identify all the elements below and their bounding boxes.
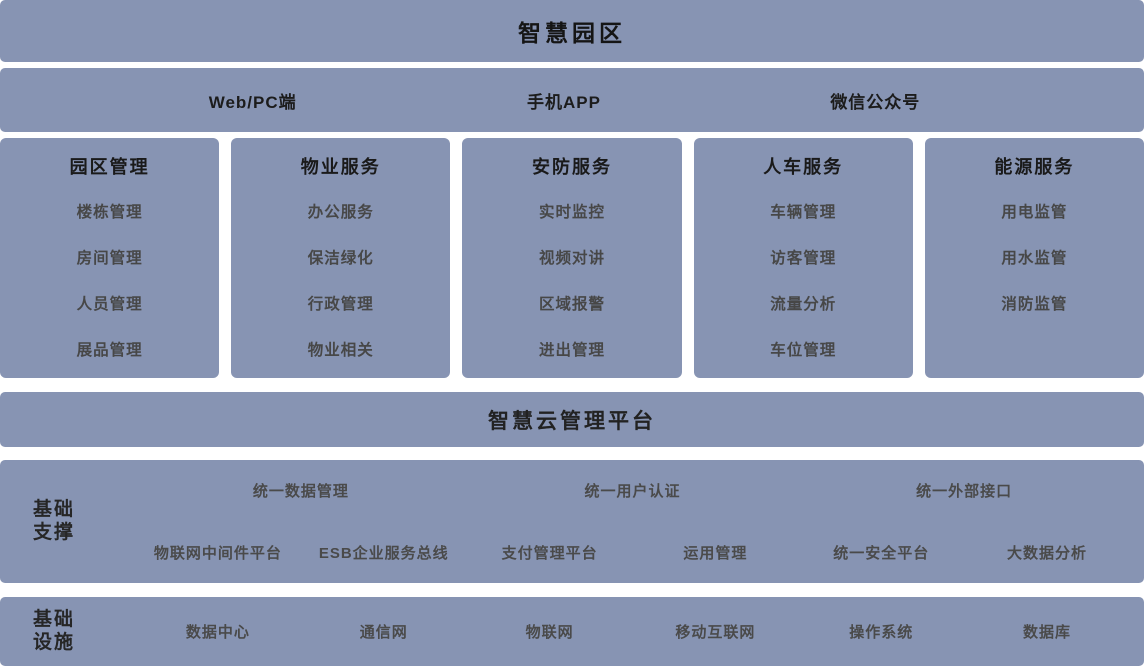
service-item-property-related: 物业相关 <box>307 342 374 359</box>
access-item-wechat-official: 微信公众号 <box>830 92 921 112</box>
service-item-cleaning-greening: 保洁绿化 <box>307 250 374 267</box>
title-band: 智慧园区 <box>0 0 1144 62</box>
column-header: 能源服务 <box>994 157 1075 177</box>
service-item-video-intercom: 视频对讲 <box>538 250 605 267</box>
service-item-zone-alarm: 区域报警 <box>538 296 605 313</box>
infrastructure-label-line2: 设施 <box>33 631 76 653</box>
infra-item-operating-system: 操作系统 <box>849 624 914 641</box>
service-column-people-vehicle-services: 人车服务 车辆管理 访客管理 流量分析 车位管理 <box>693 138 913 378</box>
support-item-payment-management-platform: 支付管理平台 <box>501 544 598 562</box>
service-item-personnel-management: 人员管理 <box>76 296 143 313</box>
support-item-esb-service-bus: ESB企业服务总线 <box>318 544 449 562</box>
access-item-mobile-app: 手机APP <box>527 92 601 112</box>
support-item-iot-middleware-platform: 物联网中间件平台 <box>153 544 282 562</box>
service-column-property-services: 物业服务 办公服务 保洁绿化 行政管理 物业相关 <box>231 138 451 378</box>
service-item-room-management: 房间管理 <box>76 250 143 267</box>
access-channel-band: Web/PC端 手机APP 微信公众号 <box>0 68 1144 132</box>
service-item-realtime-monitoring: 实时监控 <box>538 204 605 221</box>
service-item-vehicle-management: 车辆管理 <box>770 204 837 221</box>
basic-support-label: 基础 支撑 <box>0 460 135 583</box>
support-item-unified-external-interface: 统一外部接口 <box>916 483 1013 501</box>
service-item-office-services: 办公服务 <box>307 204 374 221</box>
service-item-access-management: 进出管理 <box>538 342 605 359</box>
column-header: 园区管理 <box>69 157 150 177</box>
infra-item-database: 数据库 <box>1023 624 1072 641</box>
service-column-security-services: 安防服务 实时监控 视频对讲 区域报警 进出管理 <box>462 138 682 378</box>
infrastructure-band: 基础 设施 数据中心 通信网 物联网 移动互联网 操作系统 数据库 <box>0 597 1144 666</box>
cloud-platform-title: 智慧云管理平台 <box>488 409 656 433</box>
infra-item-data-center: 数据中心 <box>185 624 250 641</box>
access-item-web-pc: Web/PC端 <box>208 92 297 112</box>
column-header: 物业服务 <box>300 157 381 177</box>
support-item-unified-data-management: 统一数据管理 <box>252 483 349 501</box>
service-item-traffic-analysis: 流量分析 <box>770 296 837 313</box>
infra-item-mobile-internet: 移动互联网 <box>675 624 756 641</box>
support-item-unified-security-platform: 统一安全平台 <box>833 544 930 562</box>
infra-item-iot-network: 物联网 <box>525 624 574 641</box>
basic-support-label-line2: 支撑 <box>33 521 76 543</box>
service-item-building-management: 楼栋管理 <box>76 204 143 221</box>
basic-support-rows: 统一数据管理 统一用户认证 统一外部接口 物联网中间件平台 ESB企业服务总线 … <box>135 460 1130 583</box>
service-item-exhibit-management: 展品管理 <box>76 342 143 359</box>
service-item-fire-supervision: 消防监管 <box>1001 296 1068 313</box>
basic-support-row-2: 物联网中间件平台 ESB企业服务总线 支付管理平台 运用管理 统一安全平台 大数… <box>135 522 1130 584</box>
service-item-visitor-management: 访客管理 <box>770 250 837 267</box>
support-item-big-data-analysis: 大数据分析 <box>1007 544 1088 562</box>
support-item-unified-user-authentication: 统一用户认证 <box>584 483 681 501</box>
service-column-park-management: 园区管理 楼栋管理 房间管理 人员管理 展品管理 <box>0 138 220 378</box>
column-header: 安防服务 <box>531 157 612 177</box>
infrastructure-row: 数据中心 通信网 物联网 移动互联网 操作系统 数据库 <box>135 597 1130 666</box>
service-item-water-supervision: 用水监管 <box>1001 250 1068 267</box>
service-item-parking-space-management: 车位管理 <box>770 342 837 359</box>
basic-support-band: 基础 支撑 统一数据管理 统一用户认证 统一外部接口 物联网中间件平台 ESB企… <box>0 460 1144 583</box>
cloud-platform-band: 智慧云管理平台 <box>0 392 1144 447</box>
service-column-energy-services: 能源服务 用电监管 用水监管 消防监管 <box>924 138 1144 378</box>
basic-support-label-line1: 基础 <box>33 499 76 521</box>
service-item-administration: 行政管理 <box>307 296 374 313</box>
support-item-operation-management: 运用管理 <box>683 544 748 562</box>
diagram-title: 智慧园区 <box>518 20 626 46</box>
infrastructure-label-line1: 基础 <box>33 609 76 631</box>
infra-item-communication-network: 通信网 <box>359 624 408 641</box>
service-item-electricity-supervision: 用电监管 <box>1001 204 1068 221</box>
service-columns-grid: 园区管理 楼栋管理 房间管理 人员管理 展品管理 物业服务 办公服务 保洁绿化 … <box>0 138 1144 378</box>
column-header: 人车服务 <box>763 157 844 177</box>
basic-support-row-1: 统一数据管理 统一用户认证 统一外部接口 <box>135 460 1130 522</box>
infrastructure-label: 基础 设施 <box>0 597 135 666</box>
